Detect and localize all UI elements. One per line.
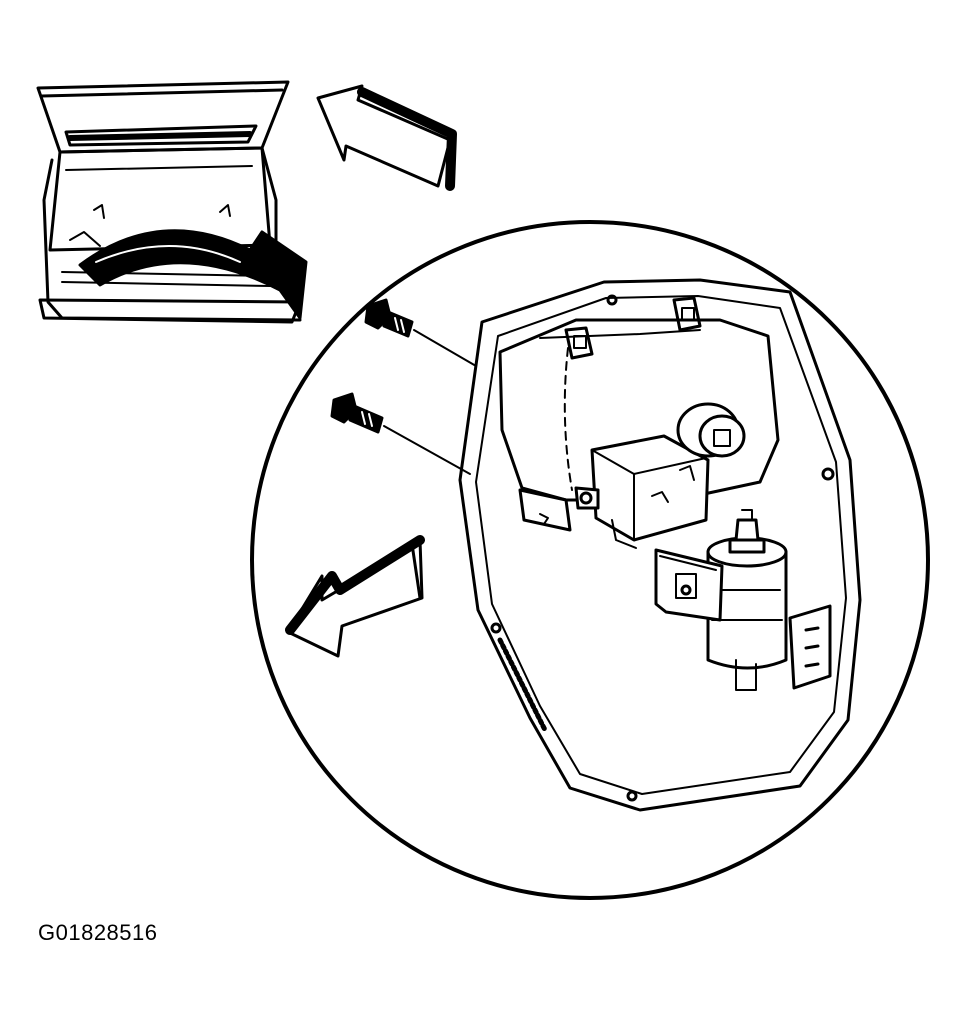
rear-bumper xyxy=(38,298,302,324)
figure-id-label: G01828516 xyxy=(38,920,158,945)
lower-bolt xyxy=(330,392,471,475)
trim-panel xyxy=(458,278,862,812)
upper-bolt xyxy=(364,298,477,367)
pump-motor xyxy=(706,509,788,691)
wiring-clip xyxy=(788,604,832,690)
detail-callout-circle xyxy=(250,220,930,900)
solenoid xyxy=(654,548,724,622)
electrical-connector xyxy=(676,402,746,458)
vehicle-rear-view xyxy=(36,80,302,324)
view-direction-arrow xyxy=(316,84,457,191)
removal-direction-arrow xyxy=(285,535,425,658)
curved-open-arrow xyxy=(78,229,308,320)
relay xyxy=(574,434,710,549)
